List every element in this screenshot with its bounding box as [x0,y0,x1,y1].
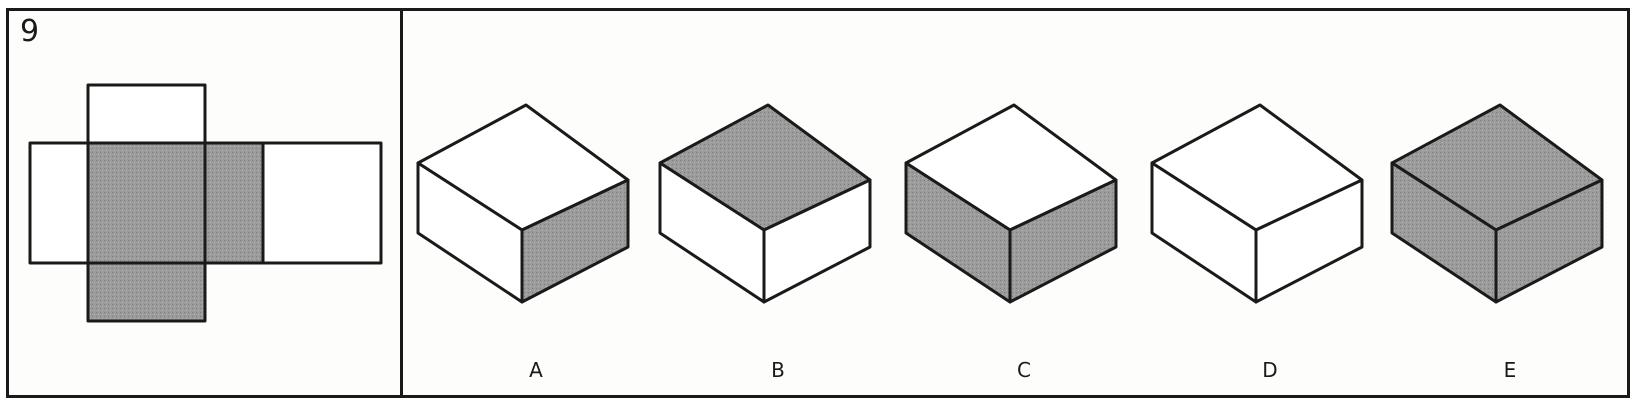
net-face-bottom [86,261,207,323]
option-e-block[interactable] [1390,103,1604,304]
net-face-center [86,141,207,265]
option-label-b[interactable]: B [771,358,785,382]
cube-net [28,83,383,323]
net-face-right [203,141,265,265]
option-label-e[interactable]: E [1503,358,1517,382]
block-right-face [1008,178,1118,304]
answer-options [416,103,1604,304]
panel-divider [400,8,403,398]
net-face-left [28,141,90,265]
block-right-face [762,178,872,304]
option-label-d[interactable]: D [1262,358,1278,382]
net-face-top [86,83,207,145]
block-right-face [1254,178,1364,304]
option-b-block[interactable] [658,103,872,304]
option-label-c[interactable]: C [1017,358,1031,382]
option-label-a[interactable]: A [529,358,543,382]
option-a-block[interactable] [416,103,630,304]
net-face-far-right [261,141,383,265]
block-right-face [1494,178,1604,304]
question-number: 9 [20,14,40,49]
block-right-face [520,178,630,304]
option-d-block[interactable] [1150,103,1364,304]
option-c-block[interactable] [904,103,1118,304]
